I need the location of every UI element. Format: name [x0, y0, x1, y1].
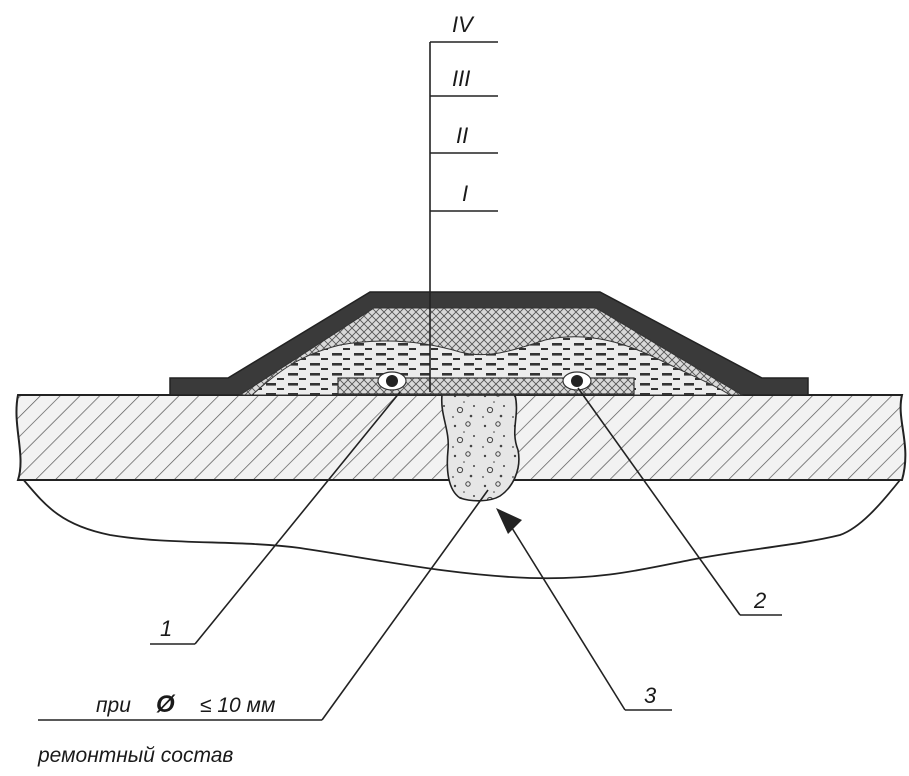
note-material: ремонтный состав	[37, 744, 233, 767]
note-leader	[321, 489, 489, 721]
layer-label-iii: III	[452, 66, 470, 91]
sealant-cord-right-core	[571, 375, 583, 387]
callout-3-arrowhead	[496, 508, 522, 534]
sealant-cord-left-core	[386, 375, 398, 387]
ground-outline	[21, 477, 901, 580]
callout-3-label: 3	[644, 683, 657, 708]
callout-2-label: 2	[753, 588, 766, 613]
note-condition-prefix: при	[96, 694, 131, 717]
repair-compound-fill	[440, 394, 520, 502]
callout-3-leader	[511, 527, 626, 711]
layer-label-ii: II	[456, 123, 468, 148]
layer-label-i: I	[462, 181, 468, 206]
layer-label-iv: IV	[452, 12, 475, 37]
callout-1-label: 1	[160, 616, 172, 641]
diameter-symbol: Ø	[156, 691, 176, 718]
callout-1-leader	[194, 391, 401, 645]
note-condition-value: ≤ 10 мм	[200, 694, 275, 717]
callout-2-leader	[577, 387, 741, 616]
layer-i-strip	[337, 377, 635, 395]
